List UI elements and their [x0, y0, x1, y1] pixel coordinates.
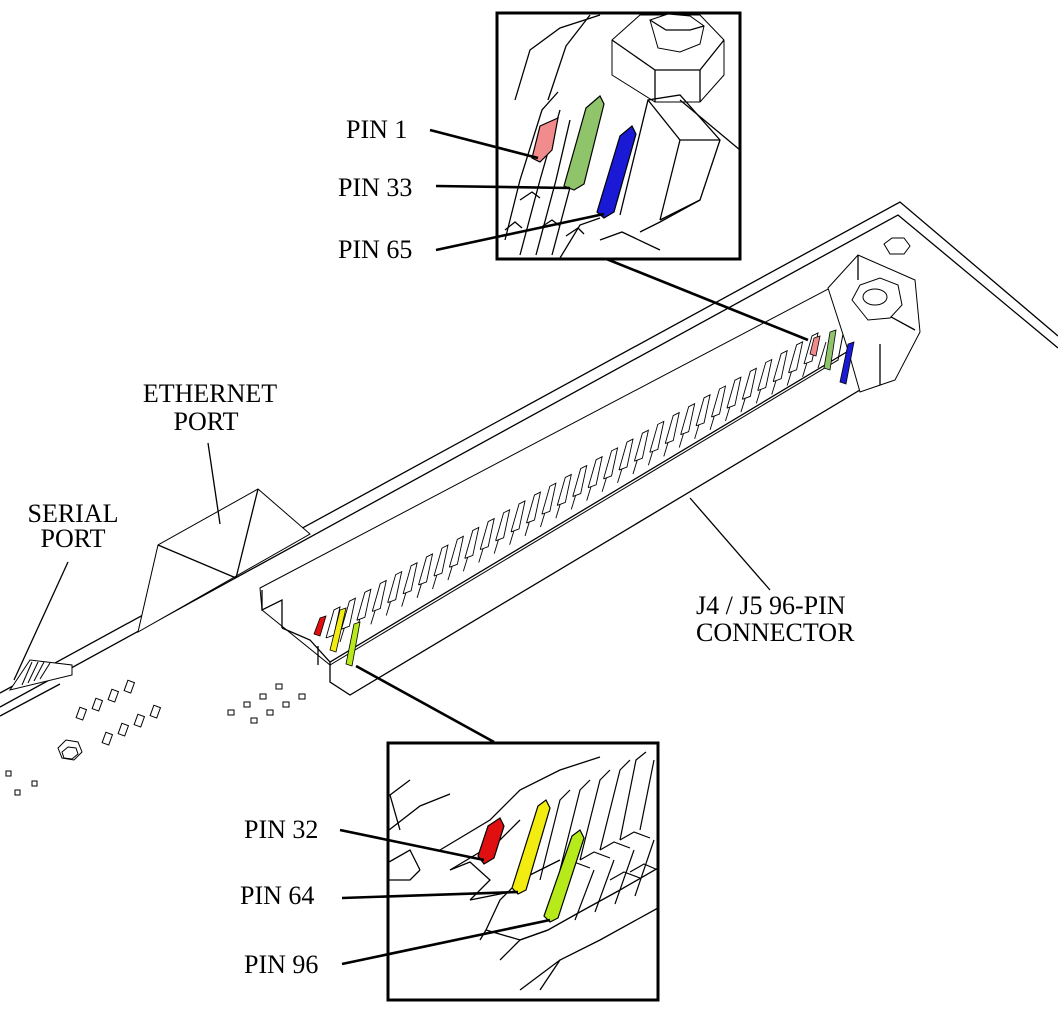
pin-96-marker	[345, 621, 361, 667]
ethernet-port	[137, 488, 311, 633]
connector-pin-slot	[556, 473, 572, 506]
connector-pin-slot	[510, 500, 526, 533]
small-pads	[5, 683, 306, 796]
connector-pin-slot	[633, 429, 650, 462]
mounting-screw-right	[851, 277, 903, 321]
inset-top-detail	[504, 13, 741, 259]
inset-pin-32	[477, 817, 505, 865]
component-pads-row-1	[75, 679, 136, 721]
connector-pin-slot	[495, 508, 511, 542]
connector-pin-slot	[726, 376, 742, 409]
connector-pin-slot	[618, 438, 634, 471]
connector-pin-rows	[325, 332, 827, 643]
label-ethernet-port: PORT	[174, 407, 239, 436]
label-connector-id: J4 / J5 96-PIN	[696, 591, 846, 620]
label-serial: SERIAL	[28, 499, 119, 528]
inset-pin-1	[531, 116, 559, 163]
connector-96-pin	[259, 237, 921, 696]
connector-pin-slot	[788, 341, 804, 374]
inset-pin-65	[596, 125, 637, 219]
pin-64-marker	[329, 607, 347, 653]
pin-65-marker	[839, 341, 855, 385]
connector-pin-slot	[325, 606, 341, 639]
highlighted-pins	[313, 329, 855, 667]
connector-pin-slot	[603, 447, 619, 480]
connector-pin-slot	[387, 570, 403, 604]
pin-33-marker	[823, 329, 837, 371]
inset-pin-33	[563, 95, 605, 191]
connector-pin-edge	[817, 341, 827, 369]
label-connector: CONNECTOR	[696, 618, 855, 647]
connector-pin-slot	[541, 482, 557, 515]
connector-pin-slot	[587, 455, 603, 489]
zoom-inset-top	[495, 11, 809, 342]
connector-pin-slot	[371, 579, 387, 612]
zoom-inset-bottom	[355, 664, 660, 1002]
labels: PIN 1 PIN 33 PIN 65 PIN 32 PIN 64 PIN 96…	[28, 115, 856, 979]
connector-pin-slot	[402, 561, 418, 595]
inset-bottom-detail	[388, 751, 659, 991]
connector-right-bracket	[827, 254, 921, 393]
connector-pin-slot	[680, 402, 696, 436]
label-pin-65: PIN 65	[338, 235, 412, 264]
connector-pin-slot	[464, 526, 480, 559]
connector-pin-slot	[448, 535, 464, 568]
component-pads-row-2	[101, 704, 162, 746]
inset-pin-64	[511, 799, 551, 895]
label-ethernet: ETHERNET	[143, 379, 277, 408]
connector-pin-slot	[664, 411, 680, 444]
connector-pin-slot	[479, 517, 495, 551]
label-pin-96: PIN 96	[244, 950, 318, 979]
connector-pin-slot	[741, 367, 757, 400]
label-pin-32: PIN 32	[244, 815, 318, 844]
pin-32-marker	[313, 615, 327, 637]
label-pin-33: PIN 33	[338, 173, 412, 202]
serial-port	[8, 659, 73, 691]
connector-pin-slot	[340, 597, 357, 630]
connector-pin-slot	[711, 385, 727, 418]
connector-pin-slot	[356, 588, 372, 621]
mounting-nut-left	[57, 739, 83, 761]
board-components	[5, 679, 306, 796]
connector-pin-slot	[526, 491, 542, 524]
leader-lines	[13, 128, 771, 966]
pin-1-marker	[809, 335, 821, 357]
connector-pin-slot	[418, 553, 434, 586]
label-serial-port: PORT	[41, 524, 106, 553]
connector-pin-slot	[772, 349, 788, 383]
connector-pin-slot	[649, 420, 665, 453]
label-pin-64: PIN 64	[240, 881, 314, 910]
connector-pin-slot	[433, 544, 449, 577]
label-pin-1: PIN 1	[346, 115, 407, 144]
inset-pin-96	[543, 829, 585, 923]
connector-pin-slot	[695, 394, 711, 427]
mounting-hole-top	[883, 237, 911, 255]
connector-pin-slot	[757, 358, 773, 391]
connector-pin-slot	[572, 464, 588, 498]
